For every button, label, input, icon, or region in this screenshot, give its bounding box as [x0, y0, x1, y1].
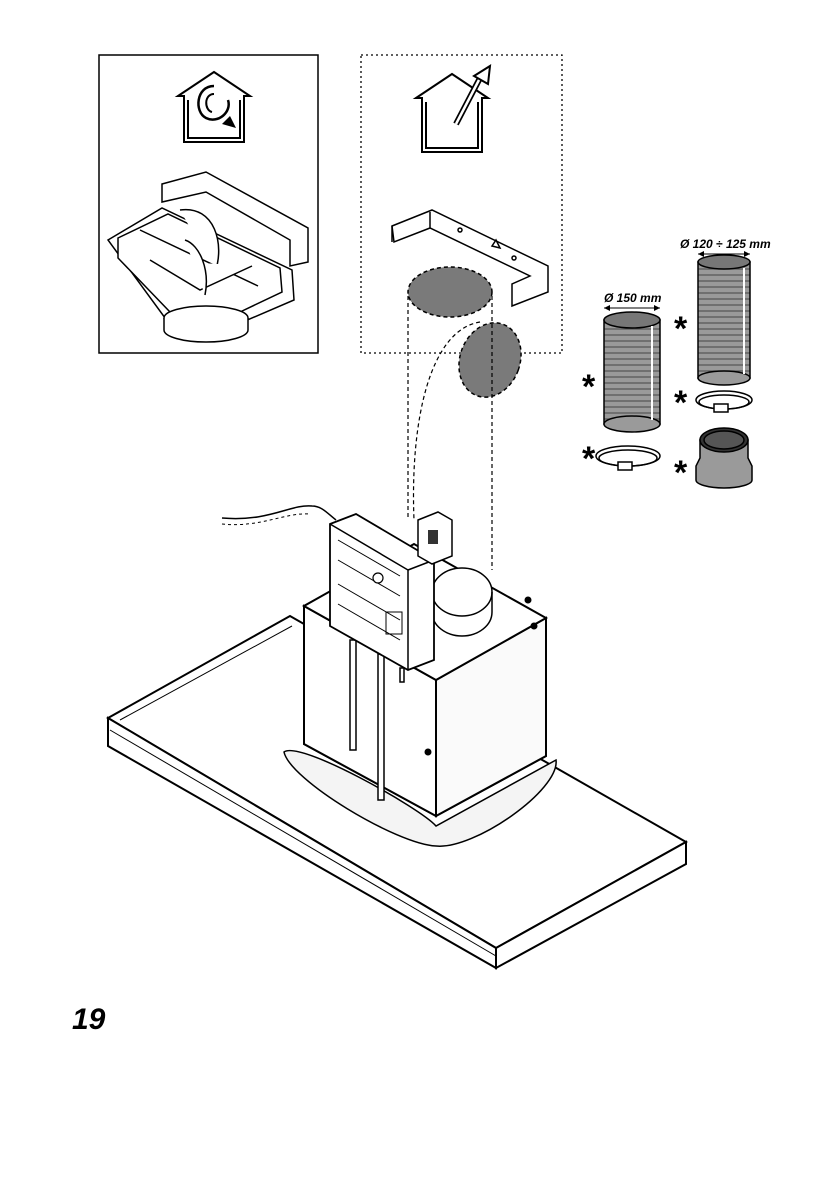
charcoal-filter-disc	[449, 314, 531, 406]
optional-marker: *	[674, 454, 688, 492]
extraction-icon	[416, 66, 490, 152]
optional-marker: *	[674, 310, 688, 348]
duct-150-label: Ø 150 mm	[604, 291, 662, 305]
optional-marker: *	[674, 384, 688, 422]
duct-150: Ø 150 mm	[604, 291, 662, 432]
recirculation-panel	[99, 55, 318, 353]
duct-120-125: Ø 120 ÷ 125 mm	[680, 237, 771, 385]
recirculation-diverter	[108, 172, 308, 342]
optional-marker: *	[582, 368, 596, 406]
hose-clamp-150	[596, 446, 660, 470]
duct-accessories: Ø 150 mm Ø 120 ÷ 125 mm	[582, 237, 771, 492]
optional-marker: *	[582, 440, 596, 478]
grease-filter-disc	[408, 267, 492, 317]
power-cable	[222, 506, 336, 520]
duct-reducer	[696, 428, 752, 488]
duct-120-125-label: Ø 120 ÷ 125 mm	[680, 237, 771, 251]
recirculation-icon	[178, 72, 250, 142]
hose-clamp-120	[696, 391, 752, 412]
page-number: 19	[72, 1003, 105, 1037]
